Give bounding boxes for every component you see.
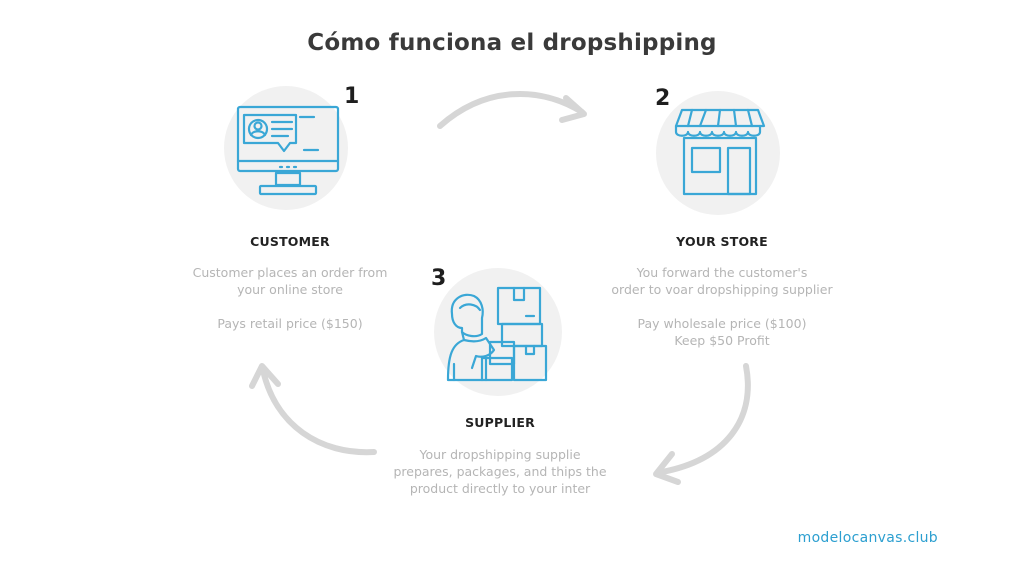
arrow-head-1 — [559, 95, 587, 123]
store-description: You forward the customer's order to voar… — [611, 265, 833, 348]
storefront-icon — [674, 108, 766, 196]
arrow-customer-to-store — [437, 90, 585, 129]
customer-heading: CUSTOMER — [250, 234, 330, 249]
arrow-head-2 — [653, 451, 681, 485]
step-number-2: 2 — [655, 86, 671, 111]
diagram-title: Cómo funciona el dropshipping — [307, 30, 717, 56]
brand-watermark: modelocanvas.club — [797, 530, 938, 546]
supplier-heading: SUPPLIER — [465, 415, 535, 430]
customer-description: Customer places an order from your onlin… — [192, 265, 388, 331]
arrow-supplier-to-customer — [260, 367, 377, 456]
step-number-3: 3 — [431, 266, 447, 291]
arrow-head-3 — [249, 363, 281, 389]
arrow-store-to-supplier — [659, 363, 751, 475]
supplier-description: Your dropshipping supplie prepares, pack… — [393, 447, 607, 496]
worker-boxes-icon — [446, 286, 548, 382]
store-heading: YOUR STORE — [676, 234, 768, 249]
computer-user-icon — [236, 105, 340, 196]
step-number-1: 1 — [344, 84, 360, 109]
